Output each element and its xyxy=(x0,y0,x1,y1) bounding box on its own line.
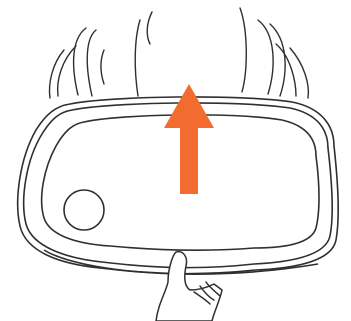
chair-back-icon xyxy=(50,8,309,98)
